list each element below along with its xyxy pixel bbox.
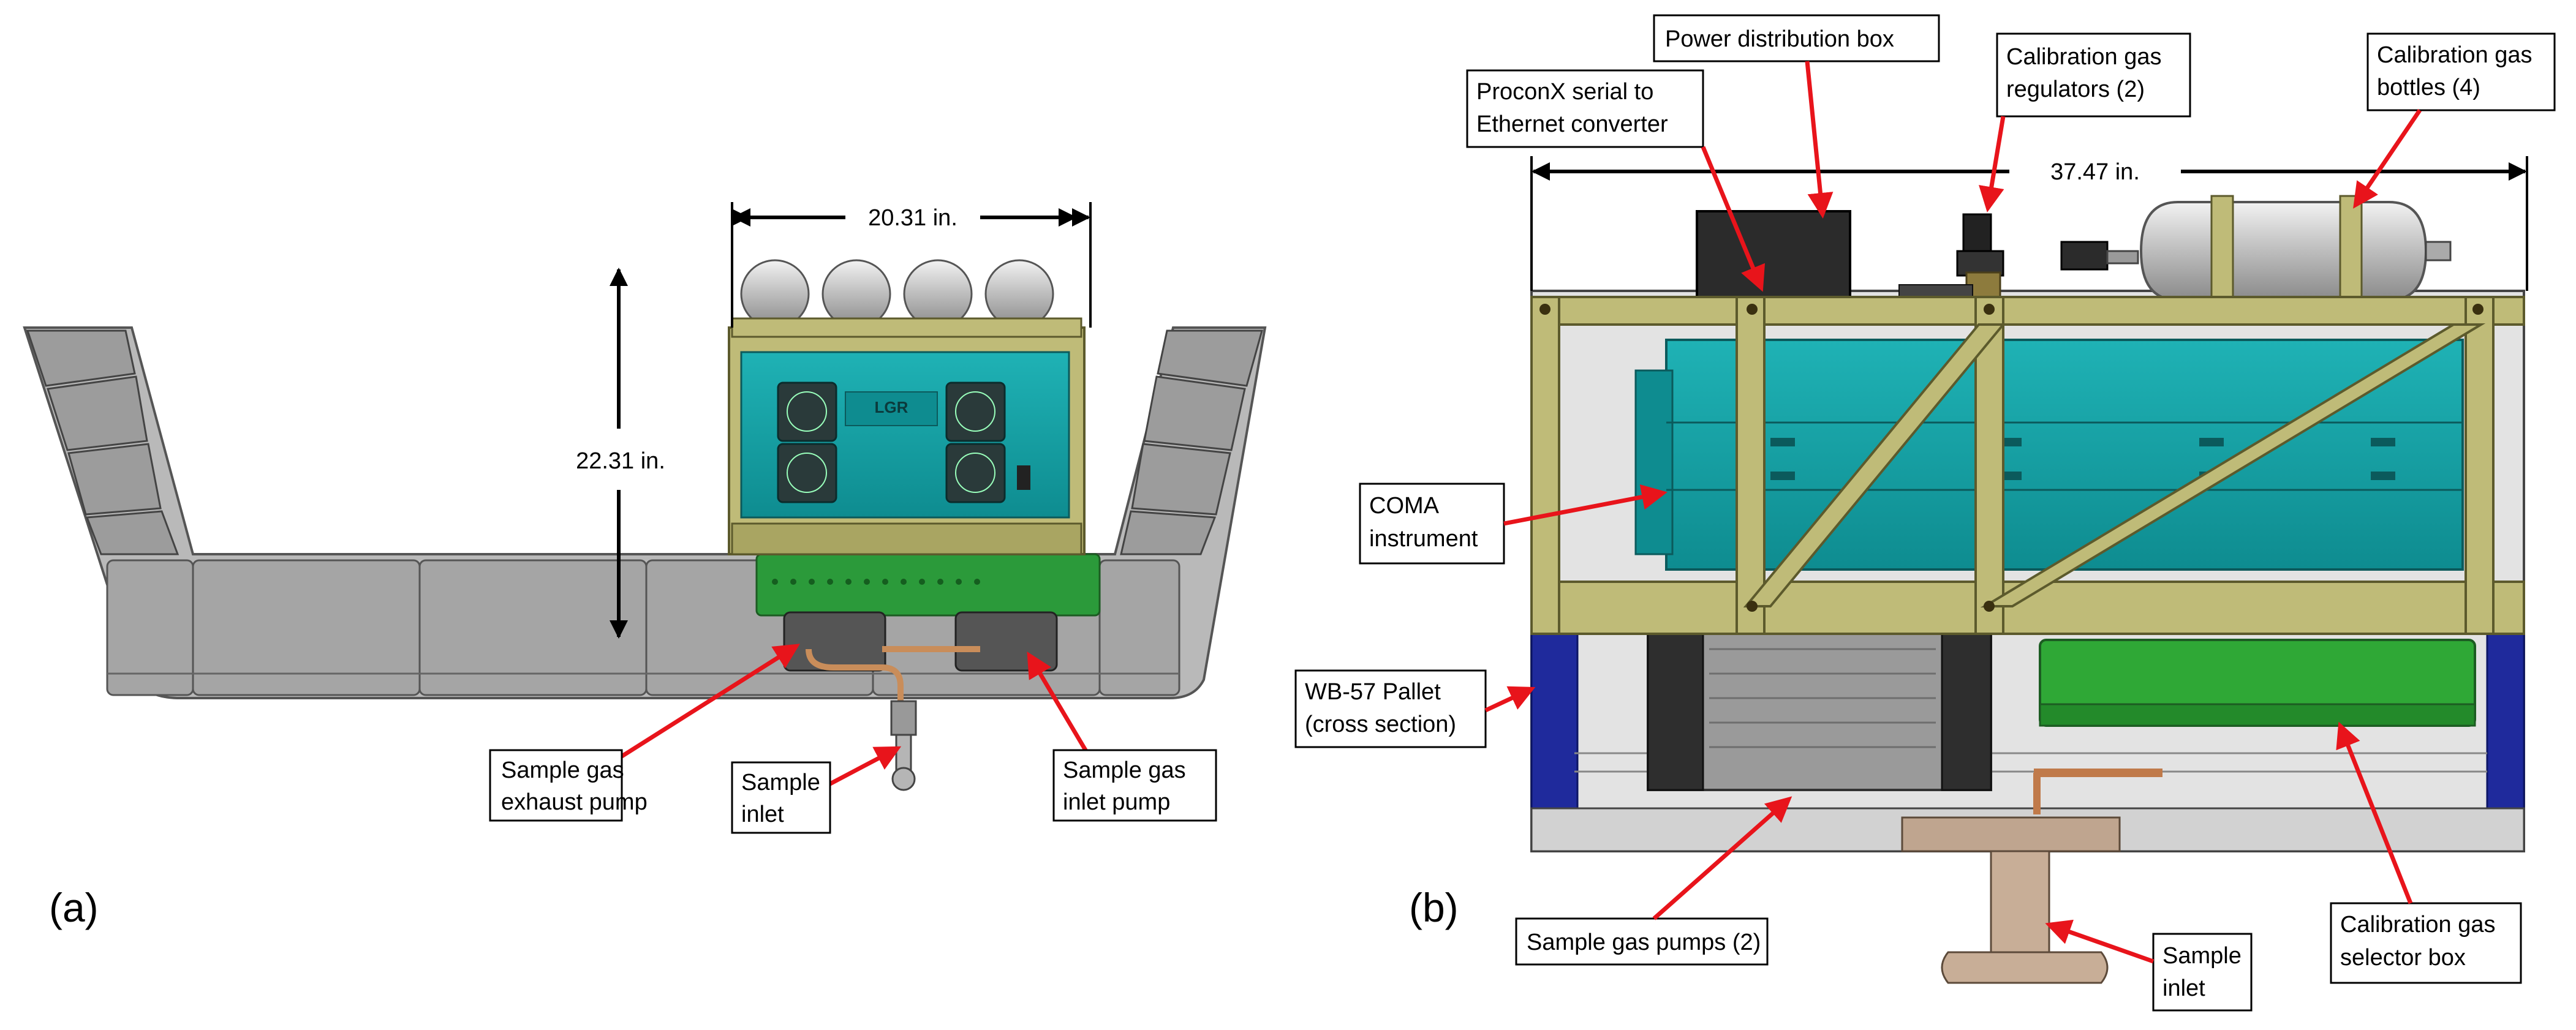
exhaust-pump-a — [783, 611, 886, 672]
dimension-height-a: 22.31 in. — [576, 448, 665, 474]
dimension-width-a: 20.31 in. — [868, 205, 958, 231]
pcb-a — [755, 553, 1101, 617]
label-exhaust-pump-l1: Sample gas — [501, 757, 624, 783]
label-inlet-pump-l1: Sample gas — [1063, 757, 1186, 783]
callout-box-selector — [2330, 902, 2522, 984]
panel-label-a: (a) — [49, 885, 99, 930]
label-exhaust-pump-l2: exhaust pump — [501, 789, 648, 815]
frame-b — [1530, 296, 2525, 635]
dimensions-b: 37.47 in. — [1530, 156, 2528, 291]
label-proconx-l2: Ethernet converter — [1476, 111, 1668, 137]
label-regulators-l1: Calibration gas — [2006, 44, 2161, 70]
label-proconx-l1: ProconX serial to — [1476, 79, 1653, 105]
callout-box-bottles — [2366, 32, 2556, 111]
label-regulators-l2: regulators (2) — [2006, 77, 2145, 102]
label-inlet-a-l1: Sample — [741, 770, 820, 795]
label-pumps: Sample gas pumps (2) — [1527, 930, 1761, 955]
callout-box-exhaust-pump — [489, 749, 623, 822]
callout-box-proconx — [1466, 69, 1704, 148]
label-bottles-l1: Calibration gas — [2377, 42, 2532, 68]
callout-box-power — [1653, 14, 1940, 62]
label-inlet-b-l2: inlet — [2162, 975, 2205, 1001]
callouts-a: Sample gas exhaust pump Sample inlet Sam… — [489, 644, 1217, 834]
callouts-b: Power distribution box ProconX serial to… — [1294, 14, 2556, 1012]
label-coma-l1: COMA — [1369, 493, 1440, 519]
calibration-gas-regulators — [1898, 213, 2109, 301]
label-inlet-b-l1: Sample — [2162, 943, 2242, 969]
panel-b-drawing — [1530, 195, 2525, 984]
sample-inlet-b — [1901, 816, 2121, 984]
label-pallet-l1: WB-57 Pallet — [1305, 679, 1441, 705]
label-pallet-l2: (cross section) — [1305, 712, 1456, 737]
callout-box-inlet-a — [731, 761, 831, 834]
dimensions-a: 20.31 in. 22.31 in. — [576, 202, 1092, 639]
dimension-width-b: 37.47 in. — [2050, 159, 2140, 185]
label-selector-l2: selector box — [2340, 945, 2466, 971]
panel-a-drawing: LGR — [23, 259, 1267, 791]
callout-box-pallet — [1294, 669, 1487, 748]
bottles-a — [740, 259, 1054, 329]
callout-box-regulators — [1996, 32, 2191, 118]
inlet-pump-a — [954, 611, 1058, 672]
label-power-box: Power distribution box — [1665, 26, 1894, 52]
callout-box-pumps — [1515, 917, 1769, 966]
label-selector-l1: Calibration gas — [2340, 912, 2495, 938]
sample-inlet-a — [890, 700, 917, 791]
sample-gas-pumps-b — [1647, 623, 1992, 791]
callout-box-inlet-b — [2152, 933, 2253, 1012]
label-bottles-l2: bottles (4) — [2377, 75, 2480, 100]
label-inlet-a-l2: inlet — [741, 802, 784, 827]
label-coma-l2: instrument — [1369, 526, 1478, 552]
panel-label-b: (b) — [1409, 885, 1459, 930]
coma-instrument-b — [1665, 339, 2464, 571]
calibration-gas-bottle-b — [2106, 195, 2452, 307]
callout-box-inlet-pump — [1052, 749, 1217, 822]
lgr-logo-a: LGR — [875, 398, 908, 416]
label-inlet-pump-l2: inlet pump — [1063, 789, 1170, 815]
power-distribution-box — [1696, 210, 1851, 298]
pallet-a-right-wall — [1120, 329, 1263, 555]
pallet-a-left-wall — [26, 329, 179, 555]
